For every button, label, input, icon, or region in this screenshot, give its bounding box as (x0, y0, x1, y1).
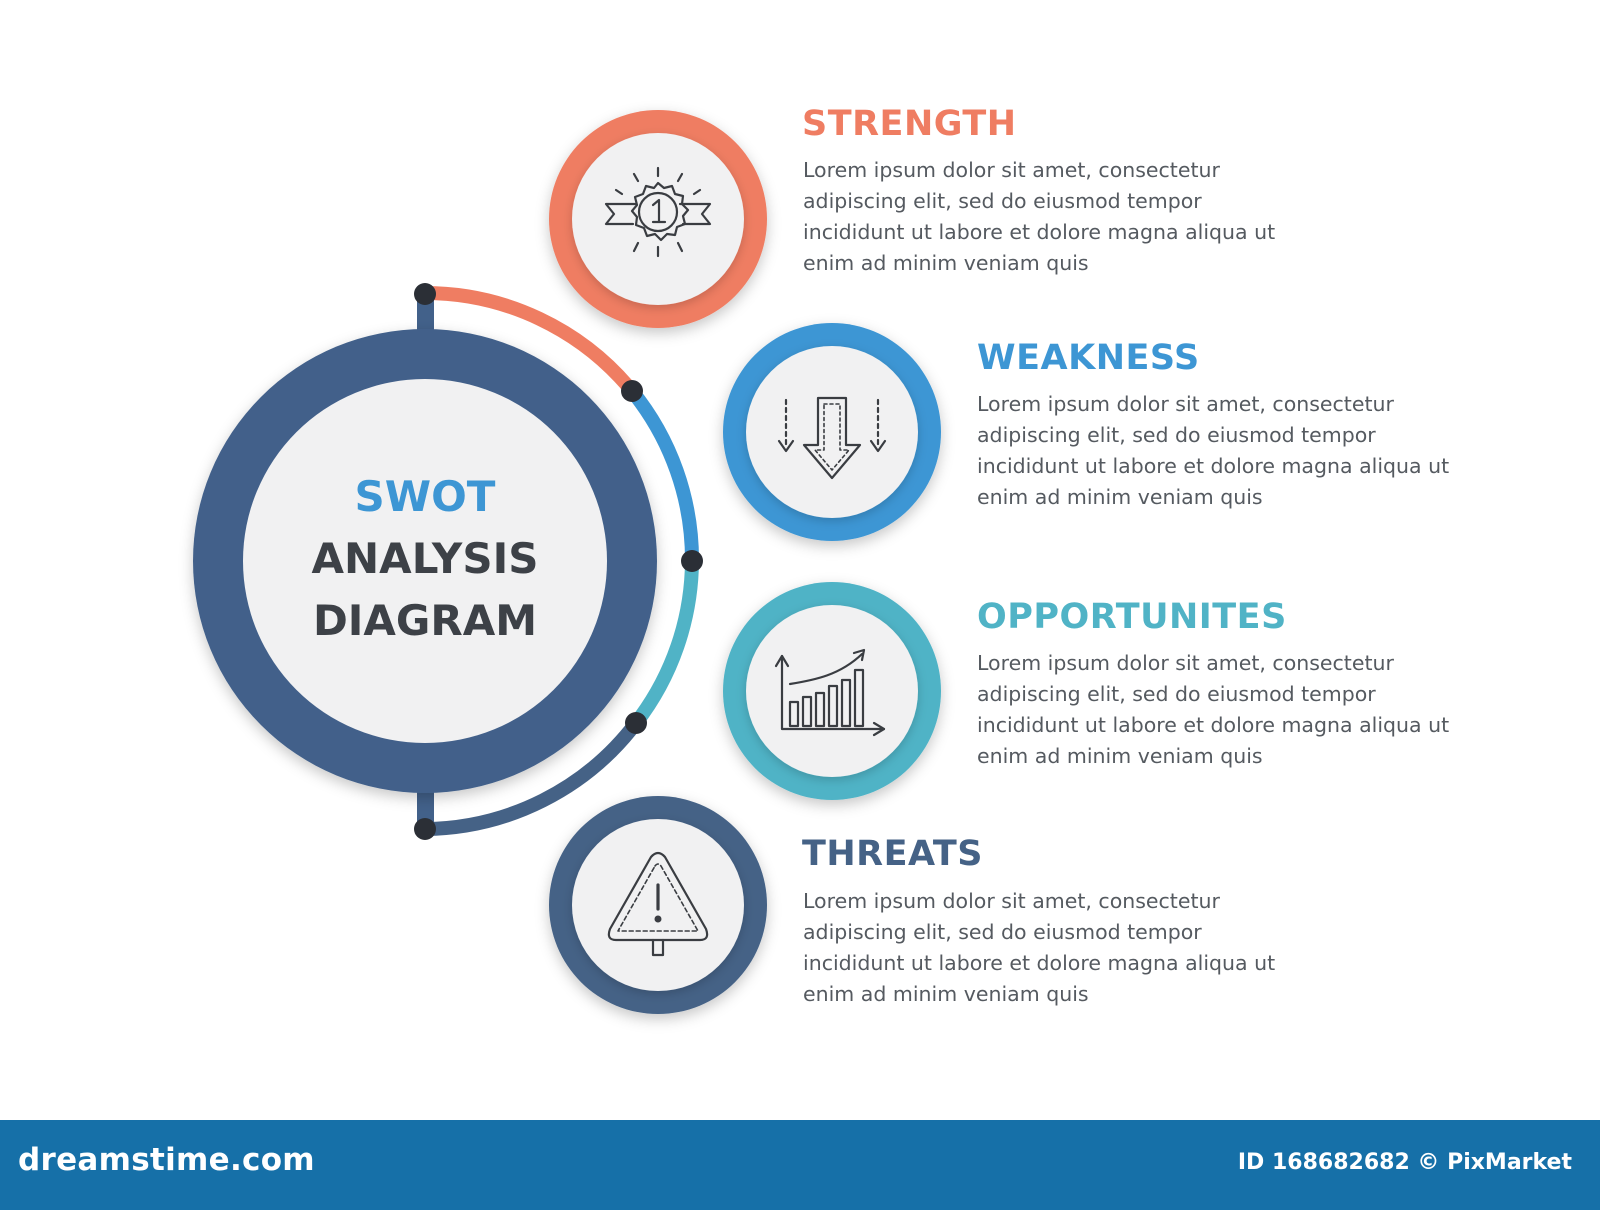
opportunities-title: OPPORTUNITES (977, 597, 1287, 637)
weakness-description-line: incididunt ut labore et dolore magna ali… (977, 454, 1450, 478)
arc-segment-opportunities (630, 560, 699, 728)
strength-description-line: Lorem ipsum dolor sit amet, consectetur (803, 158, 1220, 182)
strength-description: Lorem ipsum dolor sit amet, consectetur … (803, 155, 1276, 279)
junction-dot-top (414, 283, 436, 305)
footer-bar: dreamstime.com ID 168682682 © PixMarket (0, 1120, 1600, 1210)
arc-segment-threats (424, 718, 642, 836)
threats-description-line: adipiscing elit, sed do eiusmod tempor (803, 920, 1202, 944)
arc-segment-strength (424, 286, 638, 396)
junction-dot-weakness-opportunities (681, 550, 703, 572)
center-title-swot: SWOT (354, 472, 496, 521)
opportunities-description-line: Lorem ipsum dolor sit amet, consectetur (977, 651, 1394, 675)
award-medal-icon (604, 166, 712, 258)
threats-description-line: enim ad minim veniam quis (803, 982, 1089, 1006)
arc-segment-weakness (626, 386, 700, 562)
center-title-diagram: DIAGRAM (312, 596, 538, 645)
threats-title: THREATS (802, 834, 983, 874)
down-arrows-icon (777, 396, 887, 480)
footer-brand: dreamstime.com (18, 1142, 315, 1178)
strength-description-line: enim ad minim veniam quis (803, 251, 1089, 275)
opportunities-description-line: incididunt ut labore et dolore magna ali… (977, 713, 1450, 737)
growth-chart-icon (774, 648, 886, 737)
opportunities-description-line: enim ad minim veniam quis (977, 744, 1263, 768)
opportunities-description-line: adipiscing elit, sed do eiusmod tempor (977, 682, 1376, 706)
weakness-description-line: adipiscing elit, sed do eiusmod tempor (977, 423, 1376, 447)
opportunities-circle (723, 582, 941, 800)
strength-description-line: incididunt ut labore et dolore magna ali… (803, 220, 1276, 244)
strength-title: STRENGTH (802, 104, 1017, 144)
threats-description: Lorem ipsum dolor sit amet, consectetur … (803, 886, 1276, 1010)
junction-dot-strength-weakness (621, 380, 643, 402)
strength-description-line: adipiscing elit, sed do eiusmod tempor (803, 189, 1202, 213)
weakness-description-line: enim ad minim veniam quis (977, 485, 1263, 509)
threats-description-line: Lorem ipsum dolor sit amet, consectetur (803, 889, 1220, 913)
weakness-description-line: Lorem ipsum dolor sit amet, consectetur (977, 392, 1394, 416)
swot-diagram (193, 110, 941, 1014)
center-circle (193, 329, 657, 793)
threats-description-line: incididunt ut labore et dolore magna ali… (803, 951, 1276, 975)
weakness-circle (723, 323, 941, 541)
weakness-description: Lorem ipsum dolor sit amet, consectetur … (977, 389, 1450, 513)
connector-arc (424, 286, 700, 836)
weakness-title: WEAKNESS (977, 338, 1200, 378)
junction-dot-bottom (414, 818, 436, 840)
center-title-analysis: ANALYSIS (311, 534, 539, 583)
warning-sign-icon (607, 851, 709, 957)
junction-dot-opportunities-threats (625, 712, 647, 734)
footer-image-id: ID 168682682 © PixMarket (1237, 1150, 1572, 1175)
opportunities-description: Lorem ipsum dolor sit amet, consectetur … (977, 648, 1450, 772)
